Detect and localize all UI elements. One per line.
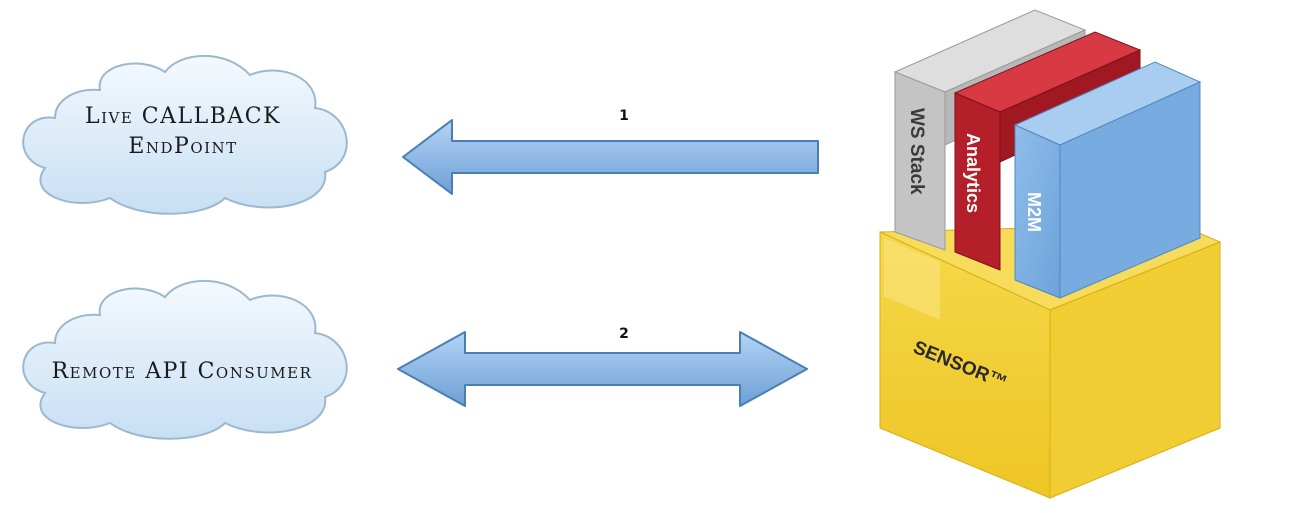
m2m-side-face [1059,81,1201,299]
cloud-label-line1: Remote API Consumer [52,359,313,384]
cloud-remote-api-consumer: Remote API Consumer [22,279,348,440]
cloud-shape [22,54,348,215]
ws-stack-label: WS Stack [906,108,927,195]
double-arrow-shape [397,331,808,407]
arrow-1-label: 1 [619,108,629,124]
cloud-label-line1: Live CALLBACK [85,104,281,129]
arrow-1-callback: 1 [402,108,819,195]
ws-front-face [894,71,946,251]
arrow-2-api: 2 [397,326,808,407]
sensor-highlight [884,238,940,320]
left-arrow-shape [402,119,819,195]
m2m-label: M2M [1024,192,1044,232]
analytics-front-face [954,92,1001,271]
arrow-2-label: 2 [619,326,629,342]
cloud-live-callback-endpoint: Live CALLBACK EndPoint [22,54,348,215]
sensor-right-face [1049,241,1221,499]
sensor-stack: SENSOR™ WS Stack Analytics M2M [879,9,1222,499]
m2m-block: M2M [1013,61,1202,299]
cloud-shape [22,279,348,440]
cloud-label-line2: EndPoint [128,134,237,159]
analytics-label: Analytics [963,133,983,213]
